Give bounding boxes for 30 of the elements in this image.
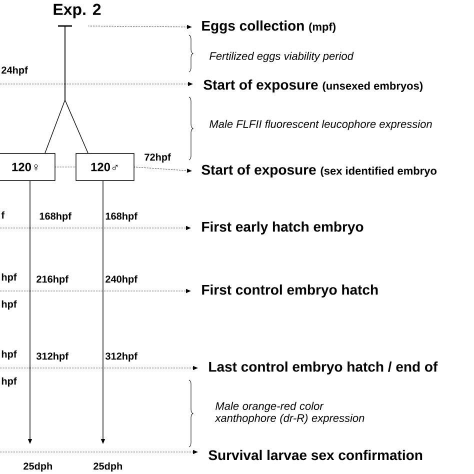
time-label: 24hpf: [2, 66, 28, 76]
dotted-line: [55, 166, 76, 168]
connector-line: [64, 26, 88, 154]
time-label: 240hpf: [106, 275, 138, 285]
milestone-text: Eggs collection (mpf): [202, 20, 336, 34]
time-label: 312hpf: [36, 352, 68, 362]
milestone-text: Start of exposure (unsexed embryos): [204, 79, 423, 93]
time-label: hpf: [2, 273, 17, 283]
milestone-text: First early hatch embryo: [202, 221, 364, 235]
time-label: hpf: [2, 350, 17, 360]
time-label: 216hpf: [36, 275, 68, 285]
milestone-text: First control embryo hatch: [202, 284, 378, 298]
time-label: 168hpf: [40, 212, 72, 222]
group-box: 120♂: [76, 153, 134, 181]
period-note: Male orange-red color xanthophore (dr-R) expression: [214, 402, 364, 424]
time-label: 72hpf: [144, 153, 171, 163]
period-note: Fertilized eggs viability period: [210, 52, 354, 62]
time-label: 25dph: [94, 462, 122, 472]
milestone-text: Last control embryo hatch / end of: [209, 361, 438, 375]
milestone-text: Start of exposure (sex identified embryo: [202, 164, 437, 178]
time-label: hpf: [2, 377, 17, 387]
group-box: 120♀: [0, 153, 56, 181]
title: Exp. 2: [54, 4, 101, 18]
time-label: 168hpf: [106, 212, 138, 222]
time-label: 312hpf: [105, 352, 138, 362]
time-label: 25dph: [24, 462, 52, 472]
time-label: f: [1, 211, 5, 219]
period-note: Male FLFII fluorescent leucophore expression: [210, 120, 432, 130]
time-label: hpf: [2, 300, 17, 310]
milestone-text: Survival larvae sex confirmation: [208, 450, 422, 460]
